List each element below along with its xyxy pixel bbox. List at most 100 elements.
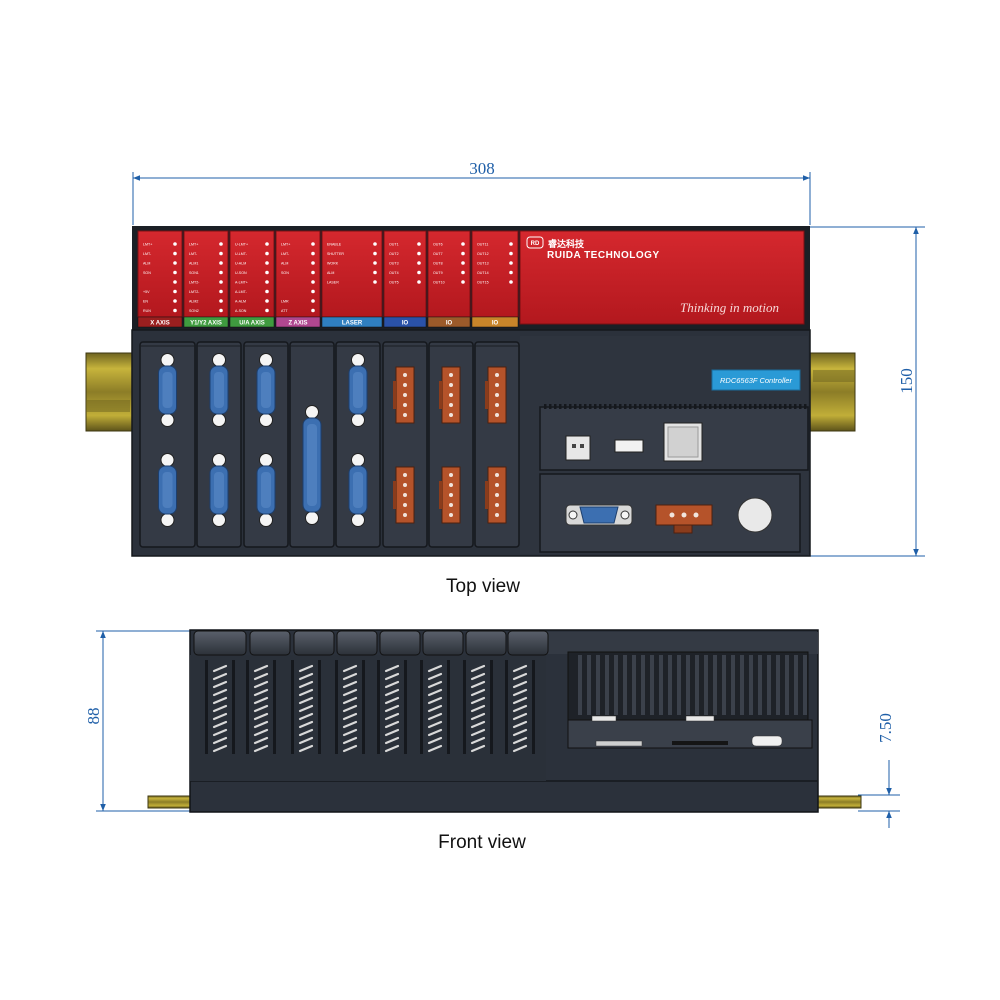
brand-panel: RD 睿达科技 RUIDA TECHNOLOGY Thinking in mot… [519,230,805,325]
dimension-height-top: 150 [810,226,925,557]
status-led-icon [173,270,177,275]
led-label: ALM [281,261,288,265]
led-label: OUT6 [433,242,443,246]
status-led-icon [461,270,465,275]
led-label: RUN [143,309,151,313]
led-label: A-LMT+ [235,280,248,284]
led-label: OUT15 [477,280,489,284]
status-led-icon [509,261,513,265]
status-led-icon [373,280,377,284]
module-label: LASER [342,321,363,327]
controller-label: RDC6563F Controller [720,376,792,385]
led-label: OUT8 [433,261,443,265]
status-led-icon [265,242,269,246]
status-led-icon [311,299,315,303]
db9-connector-icon [348,453,368,527]
status-led-icon [461,251,465,256]
module-block-7 [428,341,474,548]
module-cap [507,630,549,656]
led-label: SON [143,271,151,275]
led-label: U-ALM [235,261,246,265]
terminal-connector-icon [393,466,415,524]
led-label: LMT- [189,252,198,256]
module-blocks [139,341,520,548]
module-label: Z AXIS [288,321,307,327]
status-led-icon [417,242,421,246]
status-led-icon [417,261,421,265]
led-label: ALM1 [189,261,198,265]
status-led-icon [173,242,177,246]
status-led-icon [311,308,315,313]
ruida-logo-icon [526,236,544,249]
module-cap [293,630,335,656]
led-label: LMT2- [189,280,200,284]
status-led-icon [219,261,223,265]
module-label-strip [229,316,275,328]
status-led-icon [461,261,465,265]
led-label: OUT9 [433,271,443,275]
status-led-icon [219,242,223,246]
brand-name: RUIDA TECHNOLOGY [547,250,660,261]
status-led-icon [311,251,315,256]
status-led-icon [461,242,465,246]
status-led-icon [265,308,269,313]
led-label: OUT2 [389,252,399,256]
status-led-icon [173,308,177,313]
module-label-strip [137,316,183,328]
led-label: LMT2- [189,290,200,294]
status-led-icon [311,270,315,275]
led-label: U-LMT- [235,252,248,256]
vga-connector-icon [565,504,633,526]
dimension-width: 308 [132,159,811,225]
status-led-icon [311,242,315,246]
status-led-icon [373,242,377,246]
status-led-icon [219,289,223,294]
status-led-icon [417,270,421,275]
controller-badge [711,369,801,391]
dimension-height-front-label: 88 [84,708,103,725]
module-cap [422,630,464,656]
status-led-icon [219,280,223,284]
module-label-strip [427,316,471,328]
led-label: OUT11 [477,242,488,246]
terminal-connector-icon [439,366,461,424]
status-led-icon [219,270,223,275]
module-label: IO [492,321,499,327]
status-led-icon [509,270,513,275]
module-label-strip [183,316,229,328]
status-led-icon [373,270,377,275]
status-led-icon [311,280,315,284]
led-label: ALM [143,261,150,265]
status-led-icon [173,261,177,265]
led-label: SON [281,271,289,275]
module-3: U/A AXISU-LMT+U-LMT-U-ALMU-SONA-LMT+A-LM… [229,230,275,328]
module-label-strip [321,316,383,328]
db9-connector-icon [209,353,229,427]
status-led-icon [373,261,377,265]
led-label: EN [143,299,148,303]
led-label: U-LMT+ [235,242,248,246]
dimension-height-top-label: 150 [897,368,916,394]
led-label: A-ALM [235,299,246,303]
controller-section: RDC6563F Controller [520,336,809,554]
db9-connector-icon [256,353,276,427]
front-heatsink [567,651,813,749]
led-label: LASER [327,280,339,284]
led-label: SHUTTER [327,252,344,256]
status-led-icon [219,299,223,303]
ethernet-status-port-icon [565,435,591,461]
status-led-icon [173,280,177,284]
module-label: IO [402,321,409,327]
led-label: SON2 [189,309,199,313]
db9-connector-icon [158,353,177,427]
status-led-icon [219,308,223,313]
module-cap [465,630,507,656]
db9-connector-icon [348,353,368,427]
